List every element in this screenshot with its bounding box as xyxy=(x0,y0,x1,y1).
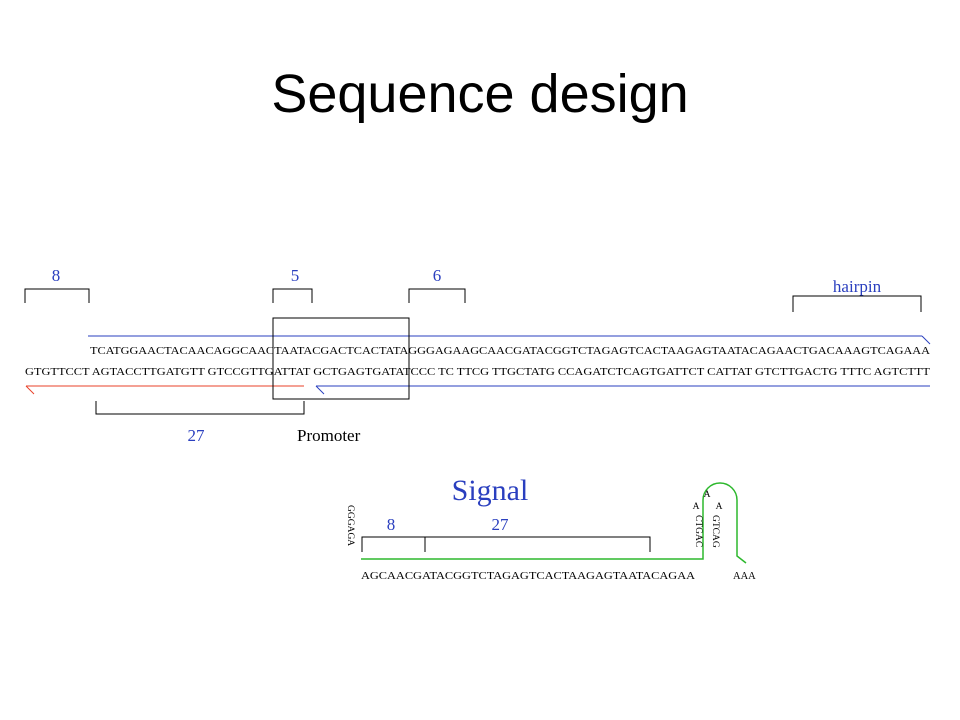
signal-label-27: 27 xyxy=(492,515,510,534)
bracket-hairpin xyxy=(792,295,922,312)
bracket-5 xyxy=(272,288,313,303)
promoter-box xyxy=(272,317,410,400)
red-strand-arrow-head xyxy=(25,385,35,395)
signal-strand-line xyxy=(361,482,747,564)
signal-tail: AAA xyxy=(733,571,756,582)
signal-sequence: AGCAACGATACGGTCTAGAGTCACTAAGAGTAATACAGAA xyxy=(361,571,695,582)
top-strand-arrow-head xyxy=(921,335,931,345)
label-promoter: Promoter xyxy=(297,426,361,445)
signal-label-8: 8 xyxy=(387,515,396,534)
signal-left-vertical-sequence: GGGAGA xyxy=(345,505,355,546)
label-hairpin: hairpin xyxy=(833,277,882,296)
signal-stem-right: GTCAG xyxy=(710,515,720,548)
signal-bracket-27 xyxy=(425,536,651,552)
top-strand-sequence: TCATGGAACTACAACAGGCAACTAATACGACTCACTATAG… xyxy=(90,346,930,357)
slide-title: Sequence design xyxy=(271,64,688,124)
label-5: 5 xyxy=(291,266,300,285)
bracket-8 xyxy=(24,288,90,303)
label-8: 8 xyxy=(52,266,61,285)
signal-title: Signal xyxy=(452,474,529,507)
signal-loop-left: A xyxy=(693,502,700,512)
signal-loop-top: A xyxy=(704,490,711,500)
bracket-6 xyxy=(408,288,466,303)
signal-loop-right: A xyxy=(716,502,723,512)
signal-bracket-8 xyxy=(361,536,426,552)
bracket-27 xyxy=(95,401,305,415)
bottom-strand-sequence: GTGTTCCT AGTACCTTGATGTT GTCCGTTGATTAT GC… xyxy=(25,367,931,378)
signal-stem-left: CTGAC xyxy=(693,515,703,547)
blue-strand-bottom-head xyxy=(315,385,325,395)
label-27: 27 xyxy=(188,426,206,445)
label-6: 6 xyxy=(433,266,442,285)
